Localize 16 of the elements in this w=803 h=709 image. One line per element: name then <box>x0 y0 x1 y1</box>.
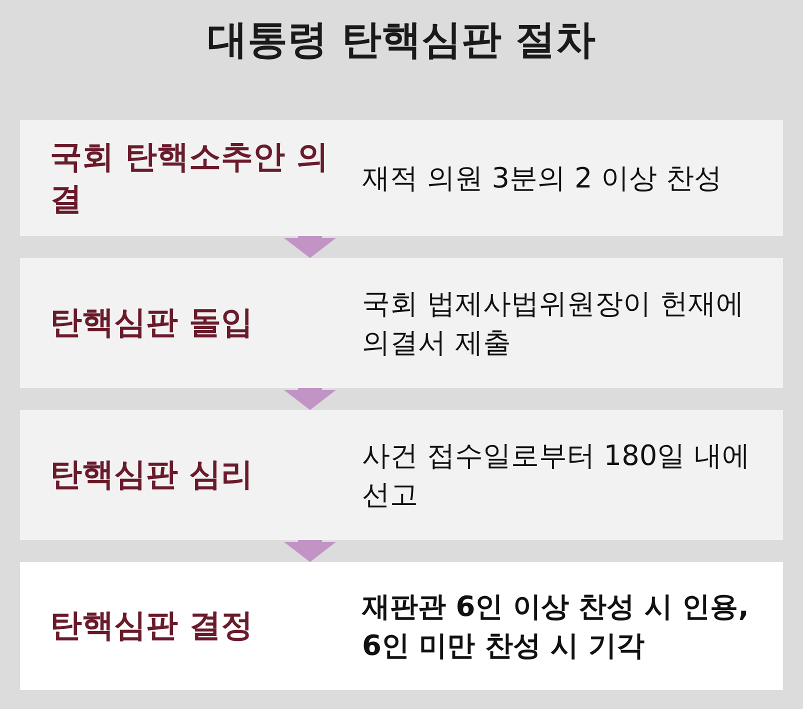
down-arrow <box>284 540 336 562</box>
step-heading: 국회 탄핵소추안 의결 <box>50 136 330 219</box>
step-box <box>20 120 783 236</box>
step-heading: 탄핵심판 결정 <box>50 605 254 646</box>
down-arrow <box>284 236 336 258</box>
diagram-title: 대통령 탄핵심판 절차 <box>206 16 596 65</box>
step-box <box>20 258 783 388</box>
step-description: 재적 의원 3분의 2 이상 찬성 <box>362 160 724 196</box>
step-description: 국회 법제사법위원장이 헌재에 의결서 제출 <box>362 286 745 361</box>
step-box <box>20 410 783 540</box>
step-heading: 탄핵심판 심리 <box>50 454 254 496</box>
down-arrow <box>284 388 336 410</box>
step-description: 재판관 6인 이상 찬성 시 인용, 6인 미만 찬성 시 기각 <box>362 588 750 664</box>
step-box <box>20 562 783 690</box>
step-description: 사건 접수일로부터 180일 내에 선고 <box>362 438 752 513</box>
step-heading: 탄핵심판 돌입 <box>50 302 254 344</box>
